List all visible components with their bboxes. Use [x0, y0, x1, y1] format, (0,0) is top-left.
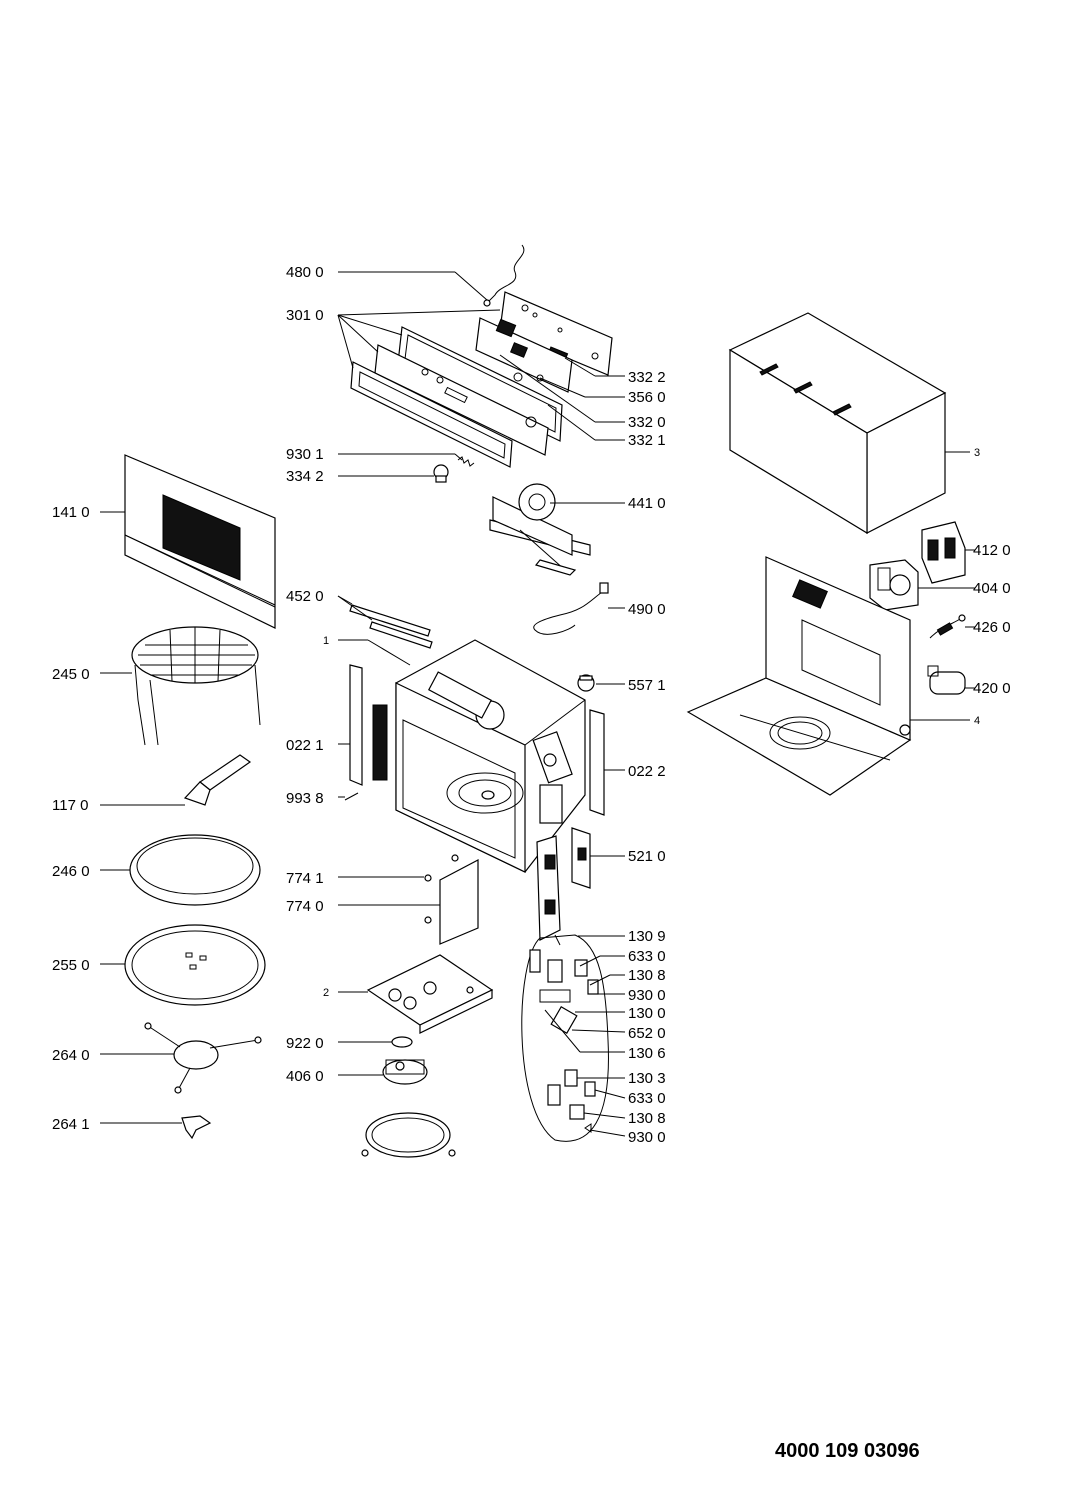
label-1309: 130 9 — [628, 928, 666, 945]
label-6520: 652 0 — [628, 1025, 666, 1042]
label-0222: 022 2 — [628, 763, 666, 780]
label-9300b: 930 0 — [628, 1129, 666, 1146]
label-3342: 334 2 — [286, 468, 324, 485]
label-3322: 332 2 — [628, 369, 666, 386]
label-0221: 022 1 — [286, 737, 324, 754]
label-2: 2 — [323, 987, 329, 999]
roller-support — [100, 1022, 262, 1094]
label-2550: 255 0 — [52, 957, 90, 974]
glass-turntable — [100, 924, 266, 1006]
label-4800: 480 0 — [286, 264, 324, 281]
label-1308a: 130 8 — [628, 967, 666, 984]
label-2450: 245 0 — [52, 666, 90, 683]
label-9938: 993 8 — [286, 790, 324, 807]
label-6330b: 633 0 — [628, 1090, 666, 1107]
label-2460: 246 0 — [52, 863, 90, 880]
label-9220: 922 0 — [286, 1035, 324, 1052]
label-4120: 412 0 — [973, 542, 1011, 559]
label-3320: 332 0 — [628, 414, 666, 431]
bottom-ring — [361, 1112, 456, 1158]
label-1308b: 130 8 — [628, 1110, 666, 1127]
turntable-motor — [338, 1059, 428, 1085]
label-1306: 130 6 — [628, 1045, 666, 1062]
label-9300a: 930 0 — [628, 987, 666, 1004]
label-1303: 130 3 — [628, 1070, 666, 1087]
label-7741: 774 1 — [286, 870, 324, 887]
fuse-wire — [929, 614, 975, 639]
choke-rods — [337, 595, 433, 649]
capacitor — [927, 665, 975, 695]
label-3010: 301 0 — [286, 307, 324, 324]
document-number: 4000 109 03096 — [775, 1440, 920, 1462]
label-4900: 490 0 — [628, 601, 666, 618]
interlock-detail — [521, 934, 626, 1142]
interlock-bracket — [536, 827, 625, 941]
door-glass — [100, 454, 276, 629]
thermostat — [577, 674, 625, 692]
label-5571: 557 1 — [628, 677, 666, 694]
label-3321: 332 1 — [628, 432, 666, 449]
label-4260: 426 0 — [973, 619, 1011, 636]
screw-9938 — [338, 792, 359, 801]
label-4: 4 — [974, 715, 980, 727]
coupler — [100, 1115, 212, 1140]
control-panel-assembly — [337, 244, 625, 468]
label-1: 1 — [323, 635, 329, 647]
side-rails — [338, 664, 625, 816]
grill-rack — [100, 626, 261, 746]
label-9301: 930 1 — [286, 446, 324, 463]
door-handle — [100, 754, 252, 806]
power-cord — [533, 582, 625, 635]
transformer — [921, 521, 975, 584]
label-6330a: 633 0 — [628, 948, 666, 965]
label-4040: 404 0 — [973, 580, 1011, 597]
fan-bracket — [489, 483, 625, 576]
label-5210: 521 0 — [628, 848, 666, 865]
label-3560: 356 0 — [628, 389, 666, 406]
label-1170: 117 0 — [52, 797, 88, 814]
label-1410: 141 0 — [52, 504, 90, 521]
label-1300: 130 0 — [628, 1005, 666, 1022]
washer — [338, 1036, 413, 1048]
label-2640: 264 0 — [52, 1047, 90, 1064]
roller-ring — [100, 834, 261, 906]
base-frame — [686, 556, 970, 796]
label-7740: 774 0 — [286, 898, 324, 915]
callout-labels: 480 0 301 0 332 2 356 0 332 0 332 1 930 … — [52, 264, 1011, 1146]
label-4520: 452 0 — [286, 588, 324, 605]
label-4060: 406 0 — [286, 1068, 324, 1085]
label-3: 3 — [974, 447, 980, 459]
cover-plate — [338, 854, 479, 945]
label-2641: 264 1 — [52, 1116, 90, 1133]
outer-case — [728, 312, 970, 535]
label-4410: 441 0 — [628, 495, 666, 512]
knob-and-spring — [338, 453, 475, 483]
label-4200: 420 0 — [973, 680, 1011, 697]
magnetron — [869, 559, 975, 611]
base-plate — [338, 954, 494, 1034]
oven-cavity — [338, 639, 586, 873]
